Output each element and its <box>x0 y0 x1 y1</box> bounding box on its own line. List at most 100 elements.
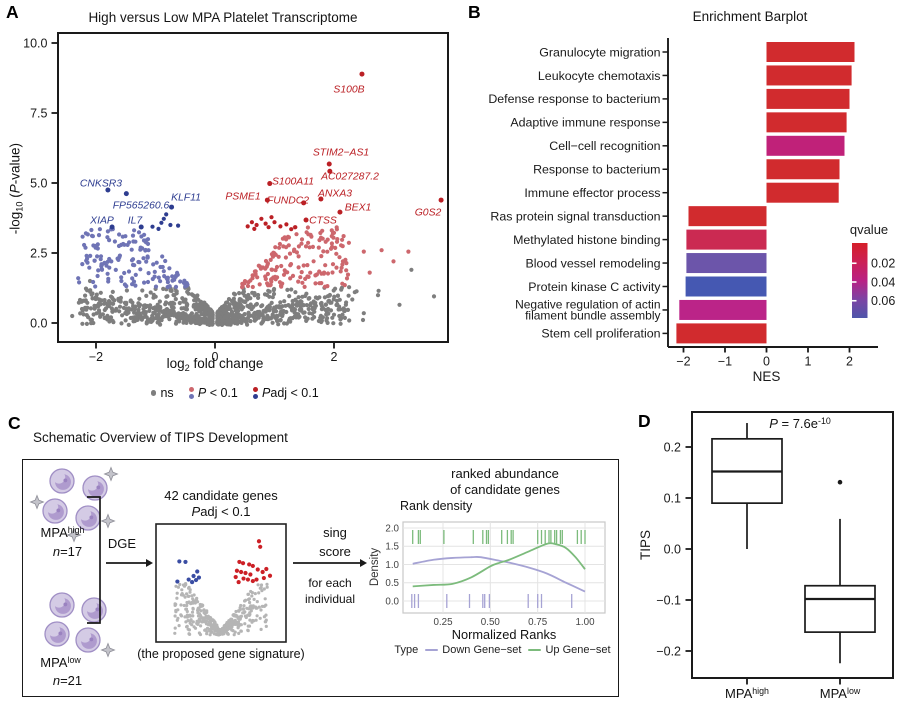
volcano-legend-item: P < 0.1 <box>188 386 238 400</box>
svg-text:−2: −2 <box>89 350 103 364</box>
svg-text:2.0: 2.0 <box>385 523 399 534</box>
density-plot-title: Rank density <box>400 499 473 513</box>
svg-text:S100B: S100B <box>333 85 364 96</box>
svg-text:0.1: 0.1 <box>664 491 681 505</box>
svg-text:0: 0 <box>763 355 770 369</box>
svg-text:0.5: 0.5 <box>385 578 399 589</box>
mini-volcano-down-points <box>175 559 202 585</box>
mini-volcano-canvas <box>155 523 287 643</box>
svg-text:Cell−cell recognition: Cell−cell recognition <box>549 139 660 153</box>
panel-b-title: Enrichment Barplot <box>692 9 808 24</box>
svg-text:filament bundle assembly: filament bundle assembly <box>525 308 660 322</box>
svg-text:0.50: 0.50 <box>481 617 501 628</box>
svg-text:Normalized Ranks: Normalized Ranks <box>452 627 557 642</box>
volcano-points-p_up <box>240 225 411 290</box>
legend-dot-swatch <box>151 390 157 396</box>
panel-a-label: A <box>6 2 20 22</box>
svg-text:XIAP: XIAP <box>89 216 114 227</box>
svg-text:Response to bacterium: Response to bacterium <box>533 163 660 177</box>
svg-text:G0S2: G0S2 <box>415 208 442 219</box>
panel-d-label: D <box>638 411 652 431</box>
density-legend-item: Down Gene−set <box>425 644 521 656</box>
schematic-connectors-canvas <box>87 496 367 624</box>
for-each-label: for each <box>308 576 352 590</box>
boxplot-group-label-low: MPAlow <box>819 686 861 701</box>
density-rug-up <box>412 530 586 544</box>
individual-label: individual <box>304 592 356 606</box>
density-rug-down <box>411 594 573 608</box>
svg-text:1: 1 <box>805 355 812 369</box>
mpa-low-label: MPAlow <box>40 655 81 670</box>
svg-text:1.00: 1.00 <box>575 617 595 628</box>
schematic-outer-box <box>22 459 619 697</box>
density-legend-item: Up Gene−set <box>528 644 611 656</box>
svg-text:Leukocyte chemotaxis: Leukocyte chemotaxis <box>538 69 661 83</box>
density-curve <box>412 542 586 588</box>
mpa-high-label: MPAhigh <box>40 525 85 540</box>
volcano-points-p_down <box>76 227 190 290</box>
volcano-y-axis-label: -log10 (P-value) <box>7 142 25 235</box>
svg-text:Protein kinase C activity: Protein kinase C activity <box>528 280 661 294</box>
svg-text:KLF11: KLF11 <box>171 193 201 204</box>
svg-text:Defense response to bacterium: Defense response to bacterium <box>488 92 660 106</box>
svg-text:IL7: IL7 <box>128 216 144 227</box>
svg-text:2: 2 <box>846 355 853 369</box>
volcano-points-padj_down <box>150 212 181 231</box>
svg-text:AC027287.2: AC027287.2 <box>320 172 379 183</box>
legend-item-label: Padj < 0.1 <box>262 386 319 400</box>
svg-text:S100A11: S100A11 <box>272 177 314 188</box>
density-curve <box>412 556 586 593</box>
svg-text:FUNDC2: FUNDC2 <box>267 196 309 207</box>
legend-dot-swatch <box>252 387 259 399</box>
svg-text:−2: −2 <box>676 355 690 369</box>
volcano-legend-item: Padj < 0.1 <box>252 386 319 400</box>
volcano-legend-item: ns <box>151 386 174 400</box>
sing-label: sing <box>323 525 347 540</box>
svg-text:0.0: 0.0 <box>385 596 399 607</box>
svg-text:PSME1: PSME1 <box>225 192 260 203</box>
svg-text:BEX1: BEX1 <box>345 203 372 214</box>
svg-text:Immune effector process: Immune effector process <box>524 186 660 200</box>
svg-text:0.0: 0.0 <box>664 542 681 556</box>
qvalue-gradient-bar <box>852 243 868 318</box>
density-title-line2: of candidate genes <box>450 482 560 497</box>
boxplot-group-label-high: MPAhigh <box>725 686 769 701</box>
mpa-high-n: n=17 <box>52 544 83 559</box>
mini-volcano-padj: Padj < 0.1 <box>191 504 251 519</box>
legend-item-label: Down Gene−set <box>442 644 522 656</box>
legend-item-label: Up Gene−set <box>545 644 611 656</box>
panel-a-title: High versus Low MPA Platelet Transcripto… <box>88 10 358 25</box>
panel-b-label: B <box>468 2 482 22</box>
density-title-line1: ranked abundance <box>451 466 559 481</box>
box-low <box>804 584 876 633</box>
svg-text:Density: Density <box>369 548 381 587</box>
svg-text:0.25: 0.25 <box>433 617 453 628</box>
svg-text:2: 2 <box>331 350 338 364</box>
svg-text:Adaptive immune response: Adaptive immune response <box>510 116 660 130</box>
density-legend-title: Type <box>394 644 419 656</box>
svg-text:1.0: 1.0 <box>385 560 399 571</box>
svg-text:5.0: 5.0 <box>30 176 47 190</box>
volcano-points-ns <box>70 267 437 327</box>
mini-volcano-ns-points <box>173 582 269 637</box>
svg-text:qvalue: qvalue <box>850 222 888 237</box>
svg-text:Methylated histone binding: Methylated histone binding <box>513 233 661 247</box>
svg-text:Negative regulation of actin: Negative regulation of actin <box>515 297 660 311</box>
svg-text:Stem cell proliferation: Stem cell proliferation <box>541 327 660 341</box>
svg-text:ANXA3: ANXA3 <box>317 189 352 200</box>
mini-volcano-caption: (the proposed gene signature) <box>137 647 305 661</box>
outlier-point <box>837 479 843 485</box>
svg-text:NES: NES <box>753 369 781 384</box>
svg-text:0: 0 <box>212 350 219 364</box>
legend-line-swatch <box>528 648 542 652</box>
svg-text:CNKSR3: CNKSR3 <box>80 179 122 190</box>
legend-item-label: P < 0.1 <box>197 386 238 400</box>
svg-text:2.5: 2.5 <box>30 246 47 260</box>
score-label: score <box>319 544 351 559</box>
volcano-x-axis-label: log2 fold change <box>166 356 264 374</box>
svg-text:CTSS: CTSS <box>309 216 337 227</box>
